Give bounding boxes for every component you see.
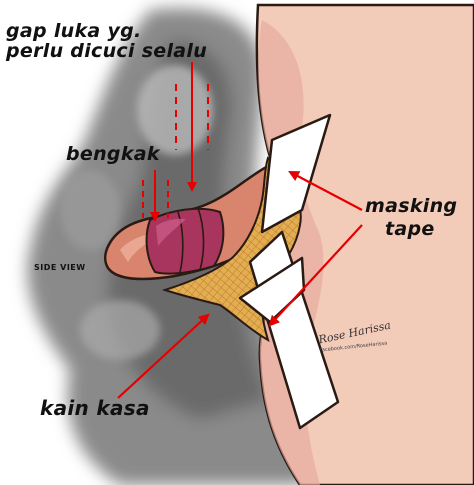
wound-highlight (156, 218, 186, 246)
wound-stripe-2 (197, 207, 205, 271)
wound-gap-label-line-2: perlu dicuci selalu (6, 40, 208, 62)
masking-tape-label-line-2: tape (385, 218, 435, 240)
masking-tape (238, 113, 340, 430)
gauze-label: kain kasa (40, 396, 150, 420)
wound-stripe-1 (177, 211, 184, 273)
gauze-arrow (117, 313, 210, 399)
masking-tape-label-line-1: masking (365, 195, 458, 217)
tape-arrow-lower (268, 224, 363, 327)
swelling-arrows (142, 170, 169, 222)
finger-tip-highlight (120, 230, 170, 262)
tape-arrow-upper (288, 170, 363, 211)
swelling-label: bengkak (66, 143, 160, 165)
side-view-label: SIDE VIEW (34, 263, 86, 272)
masking-tape-arrows (268, 170, 363, 327)
wound-gap-label-line-1: gap luka yg. (6, 20, 142, 42)
tape-strip-middle (238, 256, 306, 324)
wound-gap-arrows (175, 62, 209, 192)
